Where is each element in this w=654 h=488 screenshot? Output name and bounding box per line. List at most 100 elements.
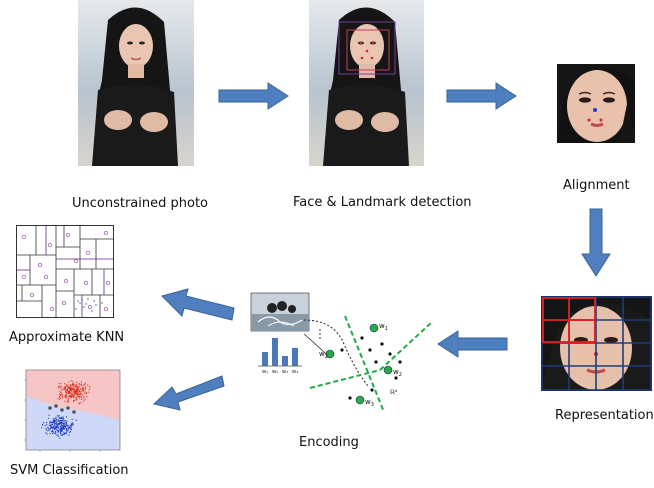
w2-sub: 2	[399, 372, 402, 378]
svm-point	[61, 389, 64, 391]
svm-point	[46, 433, 48, 435]
svm-point	[60, 394, 62, 396]
svm-point	[62, 416, 64, 418]
svm-point	[60, 426, 62, 428]
svm-point	[77, 391, 79, 393]
svm-point	[65, 424, 67, 426]
svm-point	[62, 419, 64, 421]
svm-point	[66, 432, 68, 434]
svm-point	[64, 422, 66, 424]
svm-point	[65, 422, 67, 424]
svm-point	[76, 390, 78, 392]
svm-point	[70, 395, 72, 397]
svm-point	[67, 392, 69, 394]
label-alignment: Alignment	[563, 178, 630, 193]
svm-point	[63, 383, 66, 385]
svm-point	[71, 387, 73, 390]
svm-point	[66, 401, 69, 403]
svm-point	[78, 397, 80, 399]
w2-label: w	[393, 368, 399, 376]
svm-point	[75, 419, 77, 421]
svm-point	[80, 381, 82, 383]
svm-point	[66, 397, 68, 399]
svm-point	[83, 387, 85, 389]
svm-point	[60, 392, 62, 394]
svm-point	[79, 393, 81, 395]
svm-point	[63, 420, 65, 422]
svm-point	[61, 423, 63, 425]
svm-point	[68, 396, 70, 398]
svm-point	[71, 418, 73, 420]
space-label: ℝᵈ	[390, 389, 398, 396]
svm-point	[68, 434, 70, 436]
svm-point	[72, 388, 74, 390]
svm-point	[66, 420, 68, 422]
svm-point	[47, 430, 49, 432]
svm-point	[61, 433, 63, 435]
svm-point	[71, 380, 73, 382]
svm-point	[73, 395, 75, 397]
svm-point	[89, 386, 91, 388]
svm-point	[64, 419, 66, 422]
svm-point	[52, 430, 54, 432]
svm-point	[68, 381, 70, 383]
svm-point	[56, 420, 58, 422]
encoding-points	[340, 336, 402, 400]
svm-point	[70, 385, 72, 387]
svm-point	[69, 431, 71, 433]
svm-point	[54, 425, 56, 427]
svm-point	[53, 422, 55, 424]
svm-point	[78, 383, 80, 385]
svm-point	[86, 396, 88, 398]
svm-point	[67, 430, 69, 432]
unconstrained-photo	[78, 0, 194, 166]
svm-point	[70, 424, 72, 426]
label-knn: Approximate KNN	[9, 330, 125, 345]
svm-point	[58, 396, 61, 398]
svg-text:w3: w3	[365, 398, 374, 408]
label-representation: Representation	[555, 408, 654, 423]
svm-point	[65, 429, 67, 431]
detection-photo	[309, 0, 424, 166]
svm-point	[60, 397, 62, 399]
svm-point	[84, 398, 86, 400]
svm-plot	[10, 368, 122, 458]
svm-point	[71, 394, 73, 396]
svm-point	[83, 397, 85, 399]
svm-point	[57, 398, 59, 400]
arrow-knn	[161, 288, 235, 321]
encoding-illustration: w₁ w₂ w₃ w₄	[250, 292, 440, 418]
encoding-thumbnail	[250, 292, 310, 332]
svm-point	[56, 425, 58, 428]
svm-point	[47, 427, 50, 429]
svm-point	[74, 386, 76, 388]
svm-point	[51, 430, 53, 432]
svm-point	[73, 394, 76, 396]
arrow-svm	[152, 375, 225, 411]
svm-point	[67, 427, 70, 430]
svm-point	[83, 400, 85, 402]
svm-support-vectors	[48, 404, 76, 414]
svm-point	[61, 395, 63, 397]
svm-point	[76, 389, 78, 391]
svm-point	[65, 390, 67, 392]
svm-point	[60, 387, 62, 389]
arrow-align	[446, 82, 517, 110]
svm-point	[77, 385, 80, 387]
svm-point	[83, 395, 85, 397]
svm-point	[85, 392, 88, 395]
svm-point	[79, 391, 81, 393]
svm-point	[57, 431, 59, 433]
svm-point	[65, 397, 67, 399]
voronoi-partition	[309, 315, 433, 413]
svm-point	[82, 388, 84, 390]
svm-point	[74, 393, 76, 395]
svm-point	[69, 384, 71, 386]
svm-point	[76, 381, 78, 383]
encoding-histogram	[262, 338, 298, 366]
svm-point	[61, 420, 63, 422]
svm-point	[45, 428, 47, 430]
svm-point	[70, 388, 72, 391]
svm-point	[65, 391, 67, 393]
svm-point	[68, 392, 70, 394]
